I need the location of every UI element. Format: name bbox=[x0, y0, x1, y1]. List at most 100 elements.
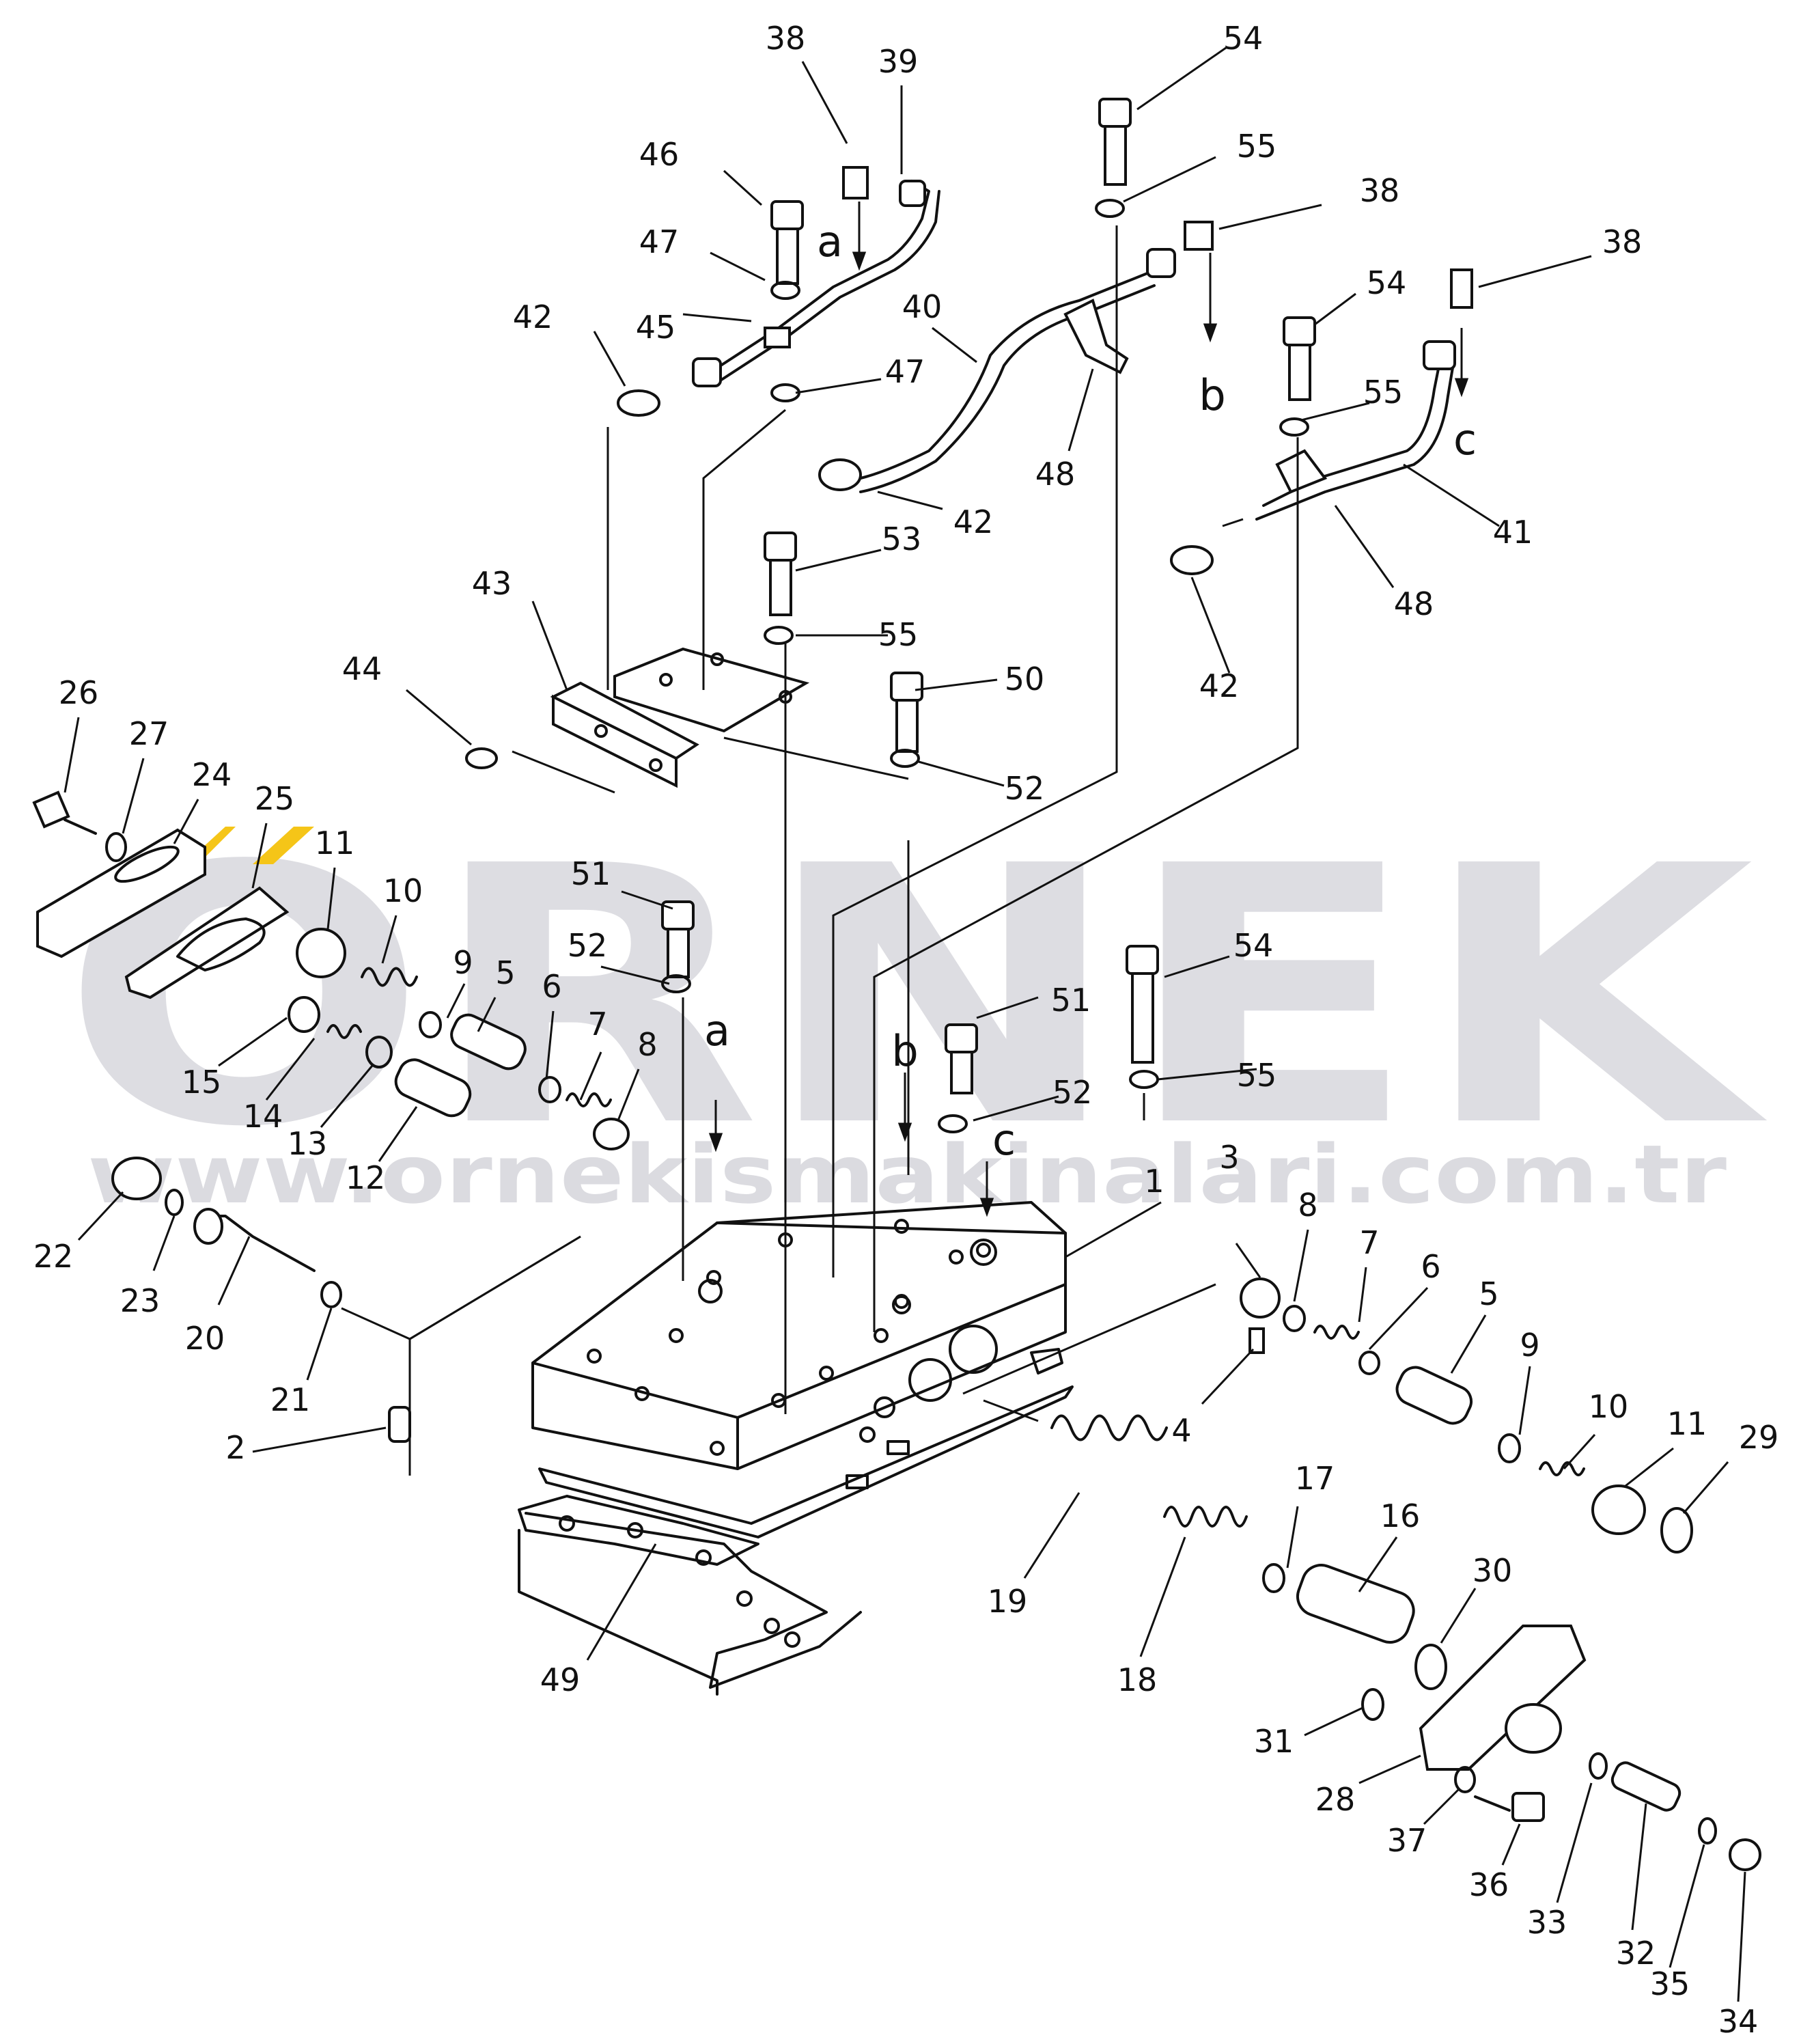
callout-9a: 9 bbox=[453, 944, 473, 981]
callout-22: 22 bbox=[33, 1238, 74, 1275]
callout-45: 45 bbox=[636, 309, 676, 346]
callout-41: 41 bbox=[1493, 514, 1533, 551]
callout-38b: 38 bbox=[1360, 172, 1400, 209]
callout-49: 49 bbox=[540, 1661, 581, 1698]
callout-38a: 38 bbox=[766, 20, 806, 57]
callout-5b: 5 bbox=[1479, 1275, 1498, 1312]
callout-33: 33 bbox=[1527, 1904, 1567, 1941]
callout-26: 26 bbox=[59, 674, 99, 711]
callout-a-top: a bbox=[817, 217, 843, 266]
bracket-43 bbox=[550, 647, 810, 788]
watermark-url: www.ornekismakinalari.com.tr bbox=[87, 1127, 1727, 1221]
callout-15: 15 bbox=[182, 1064, 222, 1101]
callout-5a: 5 bbox=[495, 954, 515, 991]
leader-lines bbox=[64, 46, 1746, 2002]
callout-52c: 52 bbox=[1052, 1074, 1093, 1111]
left-valve-parts bbox=[32, 747, 630, 1443]
callout-28: 28 bbox=[1315, 1781, 1356, 1818]
callout-54a: 54 bbox=[1223, 20, 1264, 57]
watermark-brand: ORNEK bbox=[60, 790, 1770, 1204]
cover-24-25 bbox=[36, 828, 290, 999]
valve-body bbox=[531, 1201, 1067, 1489]
callout-25: 25 bbox=[255, 780, 295, 817]
guide-lines bbox=[341, 225, 1299, 1476]
callout-38c: 38 bbox=[1602, 223, 1643, 260]
callout-43: 43 bbox=[472, 565, 512, 602]
callout-17: 17 bbox=[1295, 1460, 1335, 1497]
pipe-assemblies bbox=[692, 180, 1456, 527]
callout-48a: 48 bbox=[1035, 456, 1076, 493]
callout-53: 53 bbox=[882, 521, 922, 557]
callout-52a: 52 bbox=[1005, 770, 1045, 807]
callout-42b: 42 bbox=[953, 503, 994, 540]
callout-37: 37 bbox=[1387, 1822, 1427, 1859]
callout-20: 20 bbox=[185, 1320, 225, 1357]
callout-55c: 55 bbox=[878, 616, 919, 653]
callout-6a: 6 bbox=[542, 968, 561, 1005]
callout-55d: 55 bbox=[1237, 1057, 1277, 1094]
gasket-plate bbox=[518, 1385, 1074, 1696]
callout-35: 35 bbox=[1650, 1965, 1690, 2002]
callout-a-mid: a bbox=[704, 1006, 730, 1055]
callout-2: 2 bbox=[225, 1429, 245, 1466]
callout-55a: 55 bbox=[1237, 128, 1277, 165]
callout-18: 18 bbox=[1117, 1661, 1158, 1698]
callout-29: 29 bbox=[1739, 1419, 1779, 1456]
watermark-accent-2 bbox=[253, 827, 314, 864]
callout-30: 30 bbox=[1473, 1552, 1513, 1589]
callout-19: 19 bbox=[988, 1583, 1028, 1620]
callout-27: 27 bbox=[129, 715, 169, 752]
callout-3: 3 bbox=[1219, 1139, 1239, 1176]
callout-44: 44 bbox=[342, 650, 382, 687]
callout-7a: 7 bbox=[587, 1006, 607, 1042]
callout-8a: 8 bbox=[637, 1026, 657, 1063]
bolts-washers bbox=[617, 98, 1473, 1133]
callout-42a: 42 bbox=[513, 299, 553, 335]
right-valve-parts bbox=[1050, 1278, 1761, 1871]
callout-21: 21 bbox=[270, 1381, 311, 1418]
callout-40: 40 bbox=[902, 288, 943, 325]
callout-b-top: b bbox=[1199, 370, 1225, 420]
callout-24: 24 bbox=[192, 756, 232, 793]
callout-52b: 52 bbox=[568, 927, 608, 964]
callout-7b: 7 bbox=[1359, 1224, 1379, 1261]
callout-34: 34 bbox=[1718, 2003, 1759, 2040]
watermark: ORNEK www.ornekismakinalari.com.tr bbox=[60, 790, 1770, 1221]
callout-c-top: c bbox=[1453, 415, 1477, 465]
callout-39: 39 bbox=[878, 43, 919, 80]
callout-4: 4 bbox=[1171, 1412, 1191, 1449]
direction-arrows bbox=[708, 202, 1469, 1217]
callout-51a: 51 bbox=[571, 855, 611, 892]
callout-6b: 6 bbox=[1421, 1248, 1440, 1285]
callout-50: 50 bbox=[1005, 661, 1045, 698]
callout-48b: 48 bbox=[1394, 585, 1434, 622]
callout-46: 46 bbox=[639, 136, 680, 173]
callout-47b: 47 bbox=[885, 353, 925, 390]
callout-42c: 42 bbox=[1199, 667, 1240, 704]
callout-13: 13 bbox=[288, 1125, 328, 1162]
callout-10b: 10 bbox=[1589, 1388, 1629, 1425]
callout-23: 23 bbox=[120, 1282, 161, 1319]
callout-54c: 54 bbox=[1233, 927, 1274, 964]
callout-51b: 51 bbox=[1051, 982, 1091, 1019]
callout-47a: 47 bbox=[639, 223, 680, 260]
callout-9b: 9 bbox=[1520, 1327, 1539, 1364]
callout-11a: 11 bbox=[315, 825, 355, 861]
callout-10a: 10 bbox=[383, 872, 423, 909]
callout-1: 1 bbox=[1144, 1163, 1164, 1200]
callout-16: 16 bbox=[1380, 1497, 1421, 1534]
callout-11b: 11 bbox=[1667, 1405, 1707, 1442]
callout-31: 31 bbox=[1254, 1723, 1294, 1760]
callout-14: 14 bbox=[243, 1098, 283, 1135]
callout-c-mid: c bbox=[992, 1115, 1016, 1165]
callout-b-mid: b bbox=[891, 1026, 918, 1076]
callout-55b: 55 bbox=[1363, 374, 1404, 411]
callout-8b: 8 bbox=[1298, 1187, 1317, 1224]
callout-32: 32 bbox=[1616, 1935, 1656, 1972]
callout-54b: 54 bbox=[1367, 264, 1407, 301]
callout-12: 12 bbox=[346, 1159, 386, 1196]
callout-36: 36 bbox=[1469, 1866, 1509, 1903]
